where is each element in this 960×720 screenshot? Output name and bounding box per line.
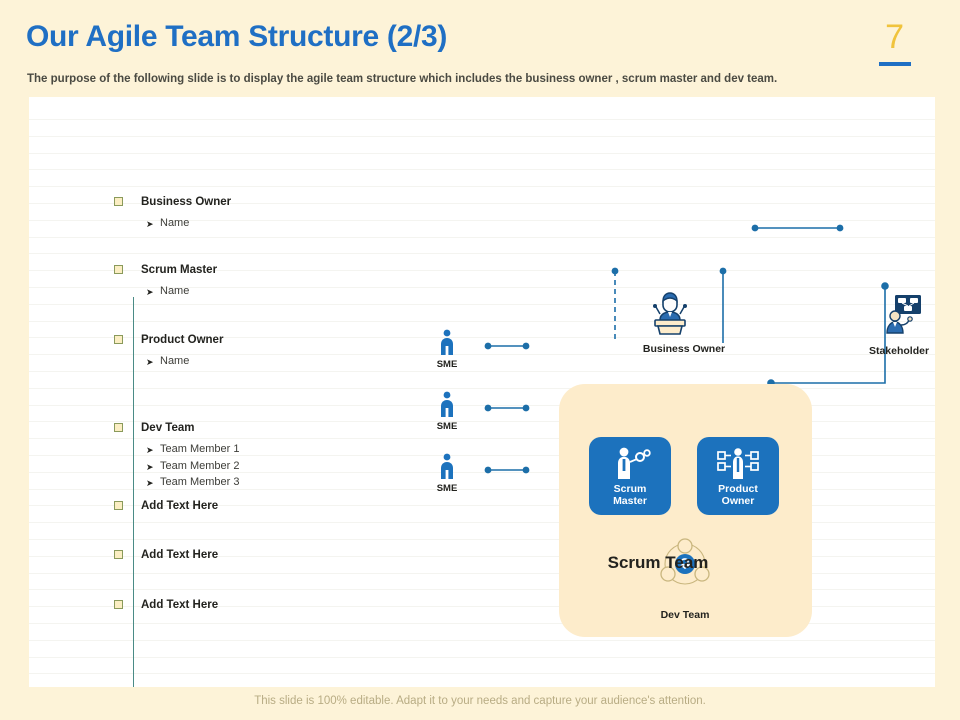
card-scrum-master[interactable]: Scrum Master: [589, 437, 671, 515]
ruled-line: [29, 572, 935, 574]
footer-note: This slide is 100% editable. Adapt it to…: [254, 695, 706, 707]
ruled-line: [29, 186, 935, 188]
list-marker: [114, 265, 123, 274]
ruled-line: [29, 421, 935, 423]
list-marker: [114, 501, 123, 510]
ruled-line: [29, 522, 935, 524]
ruled-line: [29, 337, 935, 339]
ruled-line: [29, 152, 935, 154]
ruled-line: [29, 236, 935, 238]
person-icon: [441, 453, 453, 479]
diagram-node-dev-team[interactable]: [656, 534, 714, 592]
ruled-line: [29, 320, 935, 322]
card-label-line2: Master: [613, 495, 647, 507]
list-timeline-spine: [133, 297, 135, 687]
ruled-line: [29, 119, 935, 120]
person-gears-icon: [618, 447, 651, 479]
bullet-arrow-icon: ➤: [146, 461, 154, 472]
diagram-label-stakeholder: Stakeholder: [868, 345, 930, 357]
network-nodes-icon: [660, 538, 710, 585]
diagram-label-sme: SME: [436, 421, 458, 432]
ruled-line: [29, 639, 935, 641]
card-label-line1: Product: [718, 483, 758, 495]
bullet-arrow-icon: ➤: [146, 445, 154, 455]
page-title: Our Agile Team Structure (2/3): [26, 20, 448, 53]
diagram-label-business-owner: Business Owner: [642, 343, 726, 355]
ruled-line: [29, 656, 935, 658]
ruled-line: [29, 455, 935, 456]
scrum-team-caption: Scrum Team: [607, 553, 709, 572]
page-subtitle: The purpose of the following slide is to…: [27, 73, 778, 85]
bullet-arrow-icon: ➤: [146, 478, 154, 488]
podium-speaker-icon: [653, 292, 687, 335]
ruled-line: [29, 253, 935, 255]
ruled-line: [29, 387, 935, 389]
ruled-line: [29, 270, 935, 272]
person-icon: [441, 391, 453, 417]
ruled-line: [29, 555, 935, 557]
bullet-arrow-icon: ➤: [146, 219, 154, 229]
list-marker: [114, 600, 123, 609]
presenter-board-icon: [886, 295, 921, 334]
ruled-line: [29, 354, 935, 356]
ruled-line: [29, 471, 935, 473]
slide-header: Our Agile Team Structure (2/3) The purpo…: [0, 0, 960, 95]
role-list-item[interactable]: Name: [160, 355, 190, 367]
page-number: 7: [885, 18, 904, 56]
card-label-scrum-master: Scrum Master: [589, 483, 671, 507]
person-checklist-icon: [717, 448, 759, 479]
ruled-line: [29, 589, 935, 591]
list-marker: [114, 197, 123, 206]
bullet-arrow-icon: ➤: [146, 287, 154, 297]
ruled-line: [29, 673, 935, 675]
role-list-heading[interactable]: Business Owner: [141, 196, 232, 208]
ruled-line: [29, 404, 935, 406]
diagram-label-dev-team: Dev Team: [660, 609, 710, 621]
list-marker: [114, 335, 123, 344]
role-list-item[interactable]: Team Member 2: [160, 459, 240, 472]
diagram-node-stakeholder[interactable]: [884, 294, 922, 334]
ruled-line: [29, 606, 935, 608]
ruled-line: [29, 135, 935, 137]
ruled-line: [29, 438, 935, 440]
role-list-heading[interactable]: Scrum Master: [141, 264, 218, 276]
list-marker: [114, 550, 123, 559]
diagram-label-sme: SME: [436, 483, 458, 494]
ruled-line: [29, 169, 935, 171]
role-list-item[interactable]: Name: [160, 285, 190, 297]
ruled-line: [29, 219, 935, 221]
ruled-line: [29, 287, 935, 288]
slide-footer: This slide is 100% editable. Adapt it to…: [0, 691, 960, 720]
role-list-heading[interactable]: Dev Team: [141, 422, 195, 434]
ruled-line: [29, 623, 935, 624]
diagram-node-sme[interactable]: [436, 391, 458, 419]
ruled-line: [29, 371, 935, 372]
diagram-node-sme[interactable]: [436, 453, 458, 481]
ruled-line: [29, 203, 935, 204]
diagram-node-sme[interactable]: [436, 329, 458, 357]
ruled-line: [29, 488, 935, 490]
card-label-line1: Scrum: [613, 483, 647, 495]
card-label-product-owner: Product Owner: [697, 483, 779, 507]
person-icon: [441, 329, 453, 355]
role-list-heading[interactable]: Add Text Here: [141, 599, 219, 611]
role-list-item[interactable]: Team Member 1: [160, 443, 240, 455]
role-list-item[interactable]: Name: [160, 217, 190, 229]
page-number-underline: [879, 62, 911, 66]
list-marker: [114, 423, 123, 432]
role-list-heading[interactable]: Add Text Here: [141, 500, 219, 512]
diagram-label-sme: SME: [436, 359, 458, 370]
role-list-item[interactable]: Team Member 3: [160, 476, 240, 488]
ruled-line: [29, 505, 935, 507]
diagram-node-business-owner[interactable]: [647, 290, 693, 336]
bullet-arrow-icon: ➤: [146, 357, 154, 367]
ruled-line: [29, 539, 935, 540]
ruled-line: [29, 303, 935, 305]
card-label-line2: Owner: [721, 495, 755, 507]
role-list-heading[interactable]: Add Text Here: [141, 549, 219, 561]
card-product-owner[interactable]: Product Owner: [697, 437, 779, 515]
role-list-heading[interactable]: Product Owner: [141, 334, 224, 346]
